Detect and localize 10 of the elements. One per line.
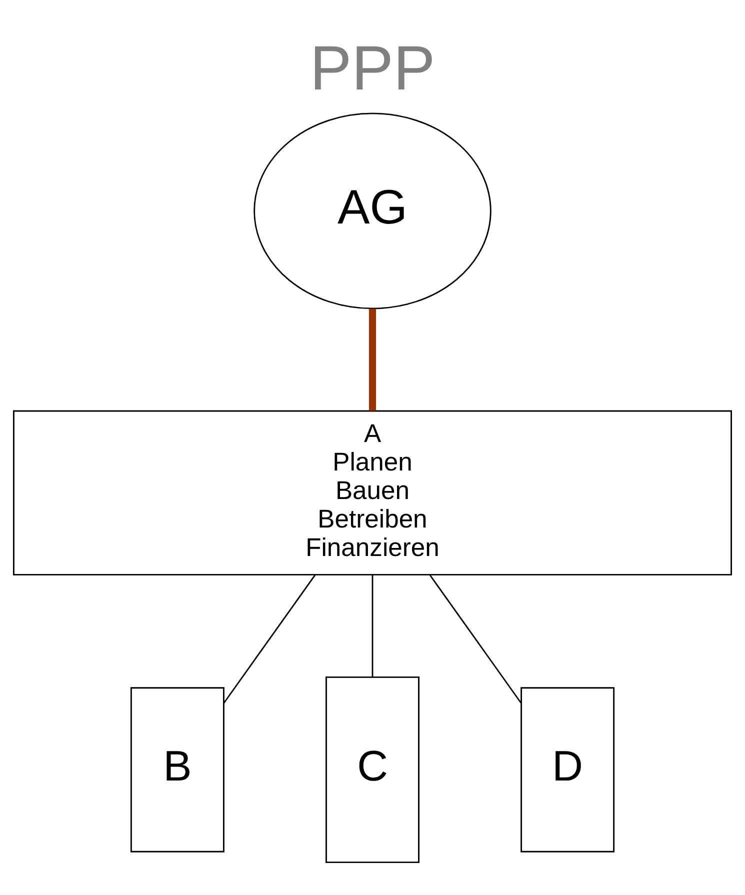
node-box: D bbox=[520, 686, 615, 852]
diagram-title: PPP bbox=[310, 33, 436, 104]
node-box: A Planen Bauen Betreiben Finanzieren bbox=[13, 410, 732, 575]
connector bbox=[429, 574, 522, 703]
node-ellipse: AG bbox=[254, 112, 492, 309]
connector bbox=[368, 308, 376, 410]
node-box: B bbox=[130, 686, 224, 852]
connector bbox=[223, 574, 316, 703]
connector bbox=[372, 574, 374, 677]
node-box: C bbox=[326, 676, 420, 863]
